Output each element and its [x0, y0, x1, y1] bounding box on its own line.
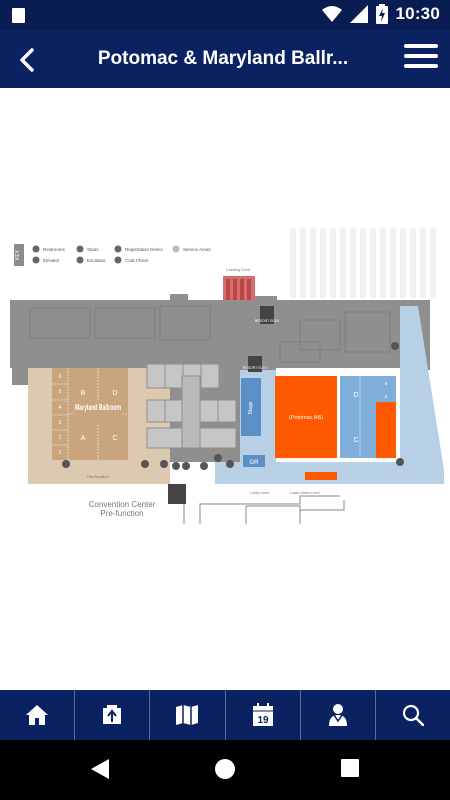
md-room-1: 1	[59, 450, 62, 456]
calendar-icon: 19	[252, 703, 273, 726]
md-room-2: 2	[59, 435, 62, 441]
md-room-b: B	[81, 390, 86, 397]
meeting-rooms[interactable]	[146, 363, 237, 449]
bottom-tab-bar: 19	[0, 690, 450, 740]
nav-home-icon[interactable]	[214, 758, 236, 780]
tab-maps[interactable]	[150, 690, 226, 740]
po-room-d: D	[353, 392, 358, 399]
map-viewer[interactable]: KEY Restrooms Stairs Registration Desks …	[0, 88, 450, 690]
building-details	[29, 305, 391, 363]
legend-item: Escalator	[87, 258, 106, 263]
lower-atrium-label: Lower Atrium Level	[290, 491, 320, 495]
search-icon	[402, 704, 424, 726]
legend-item: Registration Desks	[125, 247, 164, 252]
resort-elev-label: RESORT ELEV	[255, 319, 280, 323]
loading-dock: Loading Dock	[223, 267, 255, 300]
md-room-5: 5	[59, 389, 62, 395]
po-room-5: 5	[385, 394, 388, 399]
booth-icon	[103, 705, 122, 724]
md-room-a: A	[81, 435, 86, 442]
tab-search[interactable]	[376, 690, 450, 740]
prefunction-label-line1: Convention Center	[89, 500, 156, 509]
legend-item: Stairs	[87, 247, 99, 252]
legend-item: Coat Check	[125, 258, 149, 263]
system-nav-bar	[0, 740, 450, 800]
faint-watermark	[290, 228, 436, 298]
md-room-d: D	[112, 390, 117, 397]
loading-dock-label: Loading Dock	[226, 267, 250, 272]
po-room-c: C	[353, 437, 358, 444]
maryland-ballroom-label-1: Maryland Ballroom	[75, 403, 121, 412]
battery-charging-icon	[375, 4, 388, 24]
po-room-6: 6	[385, 381, 388, 386]
convention-center-prefunction: Convention Center Pre-function	[89, 500, 156, 518]
person-icon	[328, 704, 347, 726]
legend-key-label: KEY	[15, 249, 21, 260]
md-room-4: 4	[59, 405, 62, 411]
cell-signal-icon	[349, 5, 368, 23]
stage-label: Stage	[248, 401, 254, 414]
calendar-day: 19	[257, 715, 269, 726]
potomac-ballroom[interactable]: (Potomac AB) D C 6 5	[275, 376, 396, 480]
pre-function-small: Pre-function	[87, 474, 109, 479]
gr-label: GR	[250, 460, 260, 466]
status-bar: 10:30	[0, 0, 450, 30]
map-icon	[176, 705, 199, 725]
floor-plan[interactable]: KEY Restrooms Stairs Registration Desks …	[0, 88, 450, 690]
tab-exhibitors[interactable]	[75, 690, 151, 740]
map-legend: KEY Restrooms Stairs Registration Desks …	[14, 244, 212, 266]
tab-home[interactable]	[0, 690, 76, 740]
wifi-icon	[321, 6, 342, 22]
back-arrow-icon[interactable]	[14, 46, 42, 74]
page-title: Potomac & Maryland Ballr...	[97, 48, 349, 69]
prefunction-label-line2: Pre-function	[100, 509, 143, 518]
hamburger-menu-icon[interactable]	[404, 44, 438, 74]
lower-levels: Lobby Level Lower Atrium Level	[168, 484, 345, 524]
nav-back-icon[interactable]	[90, 758, 110, 780]
app-bar: Potomac & Maryland Ballr...	[0, 30, 450, 88]
legend-item: Elevator	[43, 258, 60, 263]
nav-recents-icon[interactable]	[340, 758, 360, 778]
maryland-ballroom[interactable]: 6 5 4 3 2 1 B D A C Maryland Ballroom Pr…	[28, 368, 170, 484]
md-room-c: C	[112, 435, 117, 442]
legend-item: Service Areas	[183, 247, 212, 252]
md-room-3: 3	[59, 420, 62, 426]
clock: 10:30	[395, 4, 440, 23]
legend-item: Restrooms	[43, 247, 66, 252]
tab-people[interactable]	[301, 690, 376, 740]
stage: Stage GR	[241, 378, 265, 467]
resort-elevator: RESORT ELEV RESORT ELEV	[243, 306, 280, 372]
md-room-6: 6	[59, 374, 62, 380]
tab-schedule[interactable]: 19	[226, 690, 301, 740]
prefunction-corridor	[215, 306, 444, 484]
lobby-level-label: Lobby Level	[250, 491, 269, 495]
resort-elev-label-2: RESORT ELEV	[243, 366, 268, 370]
status-icons: 10:30	[321, 4, 440, 24]
potomac-ab-label: (Potomac AB)	[289, 415, 323, 421]
home-icon	[26, 705, 49, 725]
amenity-icons	[62, 342, 404, 470]
sd-card-icon	[12, 8, 25, 23]
